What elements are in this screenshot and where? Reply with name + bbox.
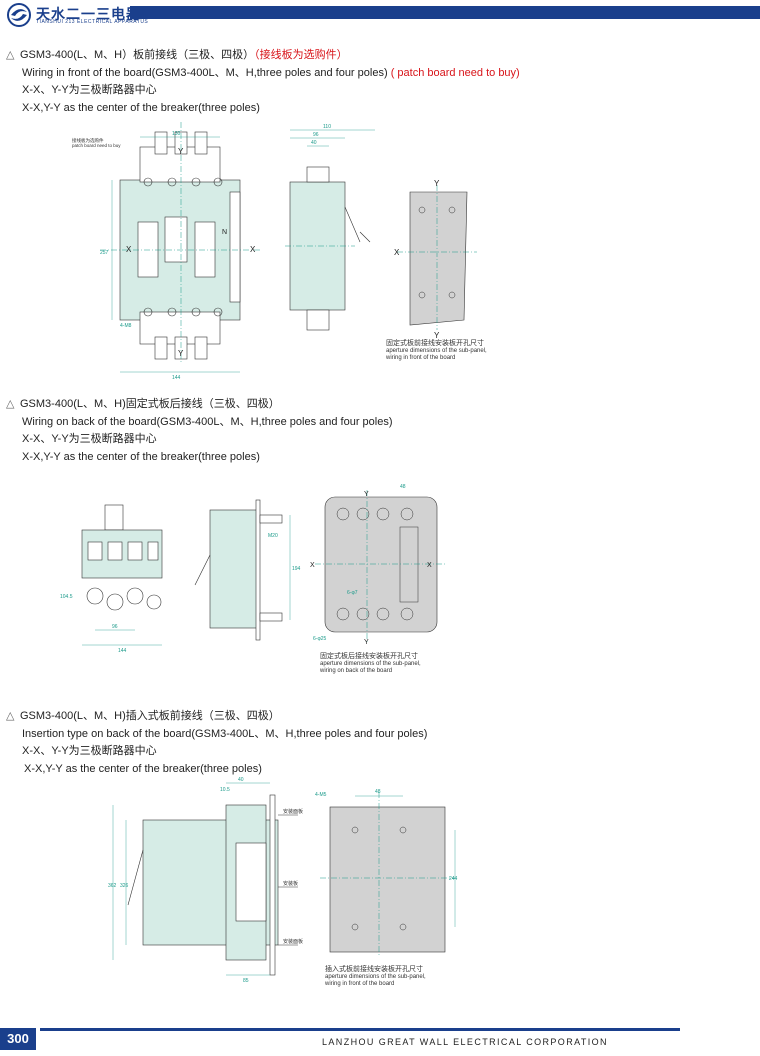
section-3-en: Insertion type on back of the board(GSM3… — [22, 727, 428, 740]
section-3-mount-b: 安装板 — [283, 880, 298, 887]
section-1-callout-en: patch board need to buy — [72, 143, 121, 148]
section-1-y-top: Y — [178, 147, 184, 156]
brand-name-en: TIANSHUI 213 ELECTRICAL APPARATUS — [36, 19, 149, 25]
section-2-caption-en1: aperture dimensions of the sub-panel, — [320, 660, 421, 667]
footer-rule — [40, 1028, 680, 1031]
section-2-text: △ GSM3-400(L、M、H)固定式板后接线（三极、四极） Wiring on… — [6, 396, 393, 466]
section-1-dim-110: 110 — [323, 124, 331, 130]
section-2-panel-view: Y Y X X 48 6-φ7 6-φ25 — [310, 484, 445, 646]
section-1-en-note: ( patch board need to buy) — [390, 66, 520, 79]
triangle-icon: △ — [6, 710, 15, 722]
section-1-callout: 接线板为选购件 patch board need to buy — [72, 138, 121, 148]
section-1-panel-view: Y Y X — [394, 179, 477, 340]
section-2-panel-y-top: Y — [364, 491, 369, 498]
section-3-dim-85: 85 — [243, 978, 249, 984]
section-1-panel-y-top: Y — [434, 179, 440, 188]
section-3-dim-244: 244 — [449, 876, 458, 882]
section-2-title: GSM3-400(L、M、H)固定式板后接线（三极、四极） — [20, 398, 280, 410]
page-header: 天水二一三电器 TIANSHUI 213 ELECTRICAL APPARATU… — [0, 0, 760, 30]
section-3-dim-40: 40 — [238, 777, 244, 783]
section-2-center-en: X-X,Y-Y as the center of the breaker(thr… — [22, 450, 260, 463]
section-2-panel-y-bottom: Y — [364, 639, 369, 646]
section-2-front-view: 96 144 104.5 — [60, 504, 163, 654]
section-1-panel-y-bottom: Y — [434, 331, 440, 340]
brand-name-cn: 天水二一三电器 — [36, 7, 141, 23]
section-1-x-right: X — [250, 245, 256, 254]
triangle-icon: △ — [6, 49, 15, 61]
section-1-en: Wiring in front of the board(GSM3-400L、M… — [22, 66, 388, 79]
section-1-side-view: 110 96 40 — [285, 124, 375, 331]
section-3-side-view: 362 326 85 40 10.5 安装面板 安装板 安装面板 — [108, 777, 303, 984]
section-2-center-cn: X-X、Y-Y为三极断路器中心 — [22, 433, 157, 445]
section-3-mount-c: 安装面板 — [283, 938, 303, 945]
section-1-dim-257: 257 — [100, 250, 109, 256]
section-1-title: GSM3-400(L、M、H）板前接线（三极、四极） — [20, 49, 255, 61]
section-1-dim-144: 144 — [172, 375, 181, 381]
section-1-caption-cn: 固定式板前接线安装板开孔尺寸 — [386, 339, 484, 347]
section-1-callout-cn: 接线板为选购件 — [72, 138, 104, 143]
section-1-dim-40: 40 — [311, 140, 317, 146]
section-1-center-en: X-X,Y-Y as the center of the breaker(thr… — [22, 101, 260, 114]
section-3-dim-326: 326 — [120, 883, 129, 889]
section-1-x-left: X — [126, 245, 132, 254]
section-1-front-view: X X Y Y N 130 144 257 4-M8 — [100, 122, 260, 381]
section-1-y-bottom: Y — [178, 349, 184, 358]
section-1-n-label: N — [222, 229, 227, 236]
section-2-panel-x-left: X — [310, 562, 315, 569]
section-2-caption-en2: wiring on back of the board — [320, 668, 393, 674]
section-1-center-cn: X-X、Y-Y为三极断路器中心 — [22, 84, 157, 96]
section-2-dim-48: 48 — [400, 484, 406, 490]
section-3-text: △ GSM3-400(L、M、H)插入式板前接线（三极、四极） Insertion… — [6, 708, 427, 778]
section-3-center-cn: X-X、Y-Y为三极断路器中心 — [22, 745, 157, 757]
section-3-caption-en1: aperture dimensions of the sub-panel, — [325, 973, 426, 980]
section-1-panel-x: X — [394, 248, 400, 257]
section-3-caption: 插入式板前接线安装板开孔尺寸 aperture dimensions of th… — [325, 965, 426, 989]
triangle-icon: △ — [6, 398, 15, 410]
section-2-panel-x-right: X — [427, 562, 432, 569]
page-number: 300 — [0, 1028, 36, 1050]
footer-company: LANZHOU GREAT WALL ELECTRICAL CORPORATIO… — [322, 1037, 608, 1047]
swirl-logo-icon — [7, 3, 31, 27]
section-2-dim-phi2: 6-φ25 — [313, 636, 326, 642]
section-3-panel-view: 48 4-M5 244 — [315, 789, 458, 957]
section-2-dim-144: 144 — [118, 648, 127, 654]
section-3-dim-10: 10.5 — [220, 787, 230, 793]
section-1-dim-96: 96 — [313, 132, 319, 138]
section-2-side-view: M20 194 — [194, 499, 301, 641]
section-1-caption-en2: wiring in front of the board — [386, 355, 456, 361]
section-1-caption: 固定式板前接线安装板开孔尺寸 aperture dimensions of th… — [386, 339, 487, 363]
section-2-dim-96: 96 — [112, 624, 118, 630]
section-3-dim-362: 362 — [108, 883, 117, 889]
section-1-dim-4m8: 4-M8 — [120, 323, 132, 329]
section-1-text: △ GSM3-400(L、M、H）板前接线（三极、四极）（接线板为选购件） Wir… — [6, 47, 520, 117]
section-3-dim-4m5: 4-M5 — [315, 792, 327, 798]
section-2-en: Wiring on back of the board(GSM3-400L、M、… — [22, 415, 393, 428]
section-3-caption-en2: wiring in front of the board — [325, 981, 395, 987]
section-1-title-note: （接线板为选购件） — [254, 49, 348, 61]
header-bar — [130, 6, 760, 19]
section-3-title: GSM3-400(L、M、H)插入式板前接线（三极、四极） — [20, 710, 280, 722]
section-3-center-en: X-X,Y-Y as the center of the breaker(thr… — [24, 762, 262, 775]
section-2-dim-m20: M20 — [268, 533, 278, 539]
section-2-caption: 固定式板后接线安装板开孔尺寸 aperture dimensions of th… — [320, 652, 421, 676]
section-1-dim-130: 130 — [172, 131, 181, 137]
section-1-caption-en1: aperture dimensions of the sub-panel, — [386, 347, 487, 354]
section-2-dim-phi: 6-φ7 — [347, 590, 358, 596]
section-2-dim-104: 104.5 — [60, 594, 73, 600]
section-3-dim-48: 48 — [375, 789, 381, 795]
section-2-caption-cn: 固定式板后接线安装板开孔尺寸 — [320, 652, 418, 660]
section-3-caption-cn: 插入式板前接线安装板开孔尺寸 — [325, 965, 423, 973]
section-3-mount-a: 安装面板 — [283, 808, 303, 815]
section-2-dim-194: 194 — [292, 566, 301, 572]
